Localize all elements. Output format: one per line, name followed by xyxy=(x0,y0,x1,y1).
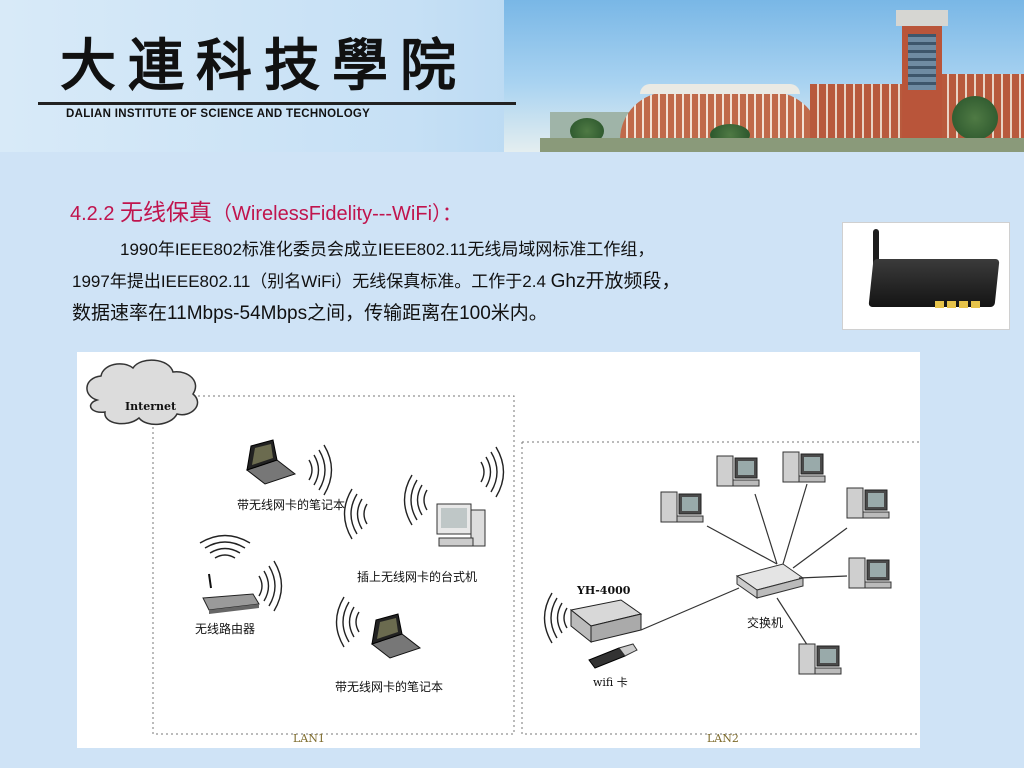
router-photo xyxy=(842,222,1010,330)
section-heading: 4.2.2 无线保真（WirelessFidelity---WiFi）： xyxy=(70,193,462,227)
desktop-computer-icon xyxy=(846,487,890,519)
school-logo-english: DALIAN INSTITUTE OF SCIENCE AND TECHNOLO… xyxy=(66,108,371,120)
desktop-computer-icon xyxy=(436,503,486,547)
wifi-signal-icon xyxy=(335,596,360,648)
access-point-icon xyxy=(569,599,643,644)
access-point-label: YH-4000 xyxy=(577,584,631,597)
network-diagram: Internet 带无线网卡的笔记本 插上无线网卡的台式机 无线路由器 带无线网… xyxy=(77,352,920,748)
logo-divider xyxy=(38,102,516,105)
wifi-signal-icon xyxy=(480,446,505,498)
campus-building xyxy=(810,84,906,142)
router-body xyxy=(868,259,1000,307)
internet-label: Internet xyxy=(125,400,177,413)
internet-cloud-icon xyxy=(86,359,199,426)
wifi-signal-icon xyxy=(258,560,283,612)
laptop-label: 带无线网卡的笔记本 xyxy=(335,680,444,694)
wifi-signal-icon xyxy=(403,474,428,526)
network-diagram-graphics xyxy=(86,359,920,735)
lan2-label: LAN2 xyxy=(707,732,739,745)
desktop-computer-icon xyxy=(848,557,892,589)
campus-tower xyxy=(896,10,948,140)
desktop-label: 插上无线网卡的台式机 xyxy=(357,570,478,584)
router-port xyxy=(947,301,956,308)
network-switch-icon xyxy=(735,563,805,599)
desktop-computer-icon xyxy=(716,455,760,487)
desktop-computer-icon xyxy=(798,643,842,675)
laptop-icon xyxy=(246,439,296,485)
router-port xyxy=(935,301,944,308)
wifi-signal-icon xyxy=(308,444,333,496)
heading-english: （WirelessFidelity---WiFi）： xyxy=(212,203,463,225)
body-paragraph: 1990年IEEE802标准化委员会成立IEEE802.11无线局域网标准工作组… xyxy=(72,234,842,330)
paragraph-line: 1990年IEEE802标准化委员会成立IEEE802.11无线局域网标准工作组… xyxy=(120,240,655,259)
wireless-router-icon xyxy=(202,573,260,614)
tree-icon xyxy=(952,96,998,140)
paragraph-text: 1997年提出IEEE802.11（别名WiFi）无线保真标准。工作于2.4 xyxy=(72,272,551,291)
lan2-boundary xyxy=(521,441,920,735)
desktop-computer-icon xyxy=(660,491,704,523)
heading-chinese: 无线保真 xyxy=(120,200,213,226)
wifi-signal-icon xyxy=(543,592,568,644)
paragraph-line: 数据速率在11Mbps-54Mbps之间，传输距离在100米内。 xyxy=(72,303,548,324)
switch-label: 交换机 xyxy=(747,616,784,630)
lan1-boundary xyxy=(152,395,515,735)
paragraph-text: Ghz开放频段， xyxy=(550,271,681,292)
paragraph-line: 1997年提出IEEE802.11（别名WiFi）无线保真标准。工作于2.4 G… xyxy=(72,266,842,298)
laptop-icon xyxy=(371,613,421,659)
campus-ground xyxy=(540,138,1024,152)
router-port xyxy=(959,301,968,308)
wifi-card-label: wifi 卡 xyxy=(593,676,628,689)
school-logo-chinese: 大連科技學院 xyxy=(60,33,468,99)
router-port xyxy=(971,301,980,308)
wifi-signal-icon xyxy=(199,534,251,559)
laptop-label: 带无线网卡的笔记本 xyxy=(237,498,346,512)
section-number: 4.2.2 xyxy=(70,203,121,225)
lan1-label: LAN1 xyxy=(293,732,325,745)
desktop-computer-icon xyxy=(782,451,826,483)
wifi-signal-icon xyxy=(343,488,368,540)
header-banner: 大連科技學院 DALIAN INSTITUTE OF SCIENCE AND T… xyxy=(0,0,1024,152)
campus-photo xyxy=(540,0,1024,152)
router-label: 无线路由器 xyxy=(195,622,256,636)
wifi-card-icon xyxy=(588,643,638,669)
